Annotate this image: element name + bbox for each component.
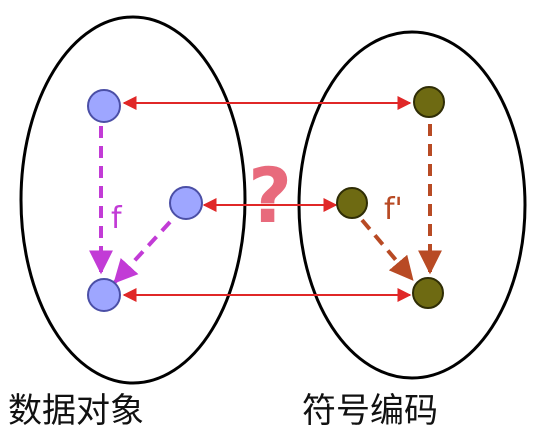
f-prime-mapping-label: f' <box>384 192 403 227</box>
symbol-node-top <box>413 86 445 118</box>
data-object-node-bottom <box>87 278 121 312</box>
question-mark: ? <box>248 151 292 240</box>
symbol-node-bottom <box>412 277 444 309</box>
data-object-label: 数据对象 <box>8 391 144 431</box>
f-mapping-arrow-diagonal <box>113 220 172 284</box>
f-mapping-label: f <box>111 201 123 236</box>
symbol-encoding-label: 符号编码 <box>302 391 438 431</box>
data-object-set-ellipse <box>19 15 247 385</box>
data-object-node-middle <box>169 186 203 220</box>
data-object-node-top <box>87 89 121 123</box>
symbol-node-middle <box>336 187 368 219</box>
f-prime-mapping-arrow-diagonal <box>360 218 414 281</box>
